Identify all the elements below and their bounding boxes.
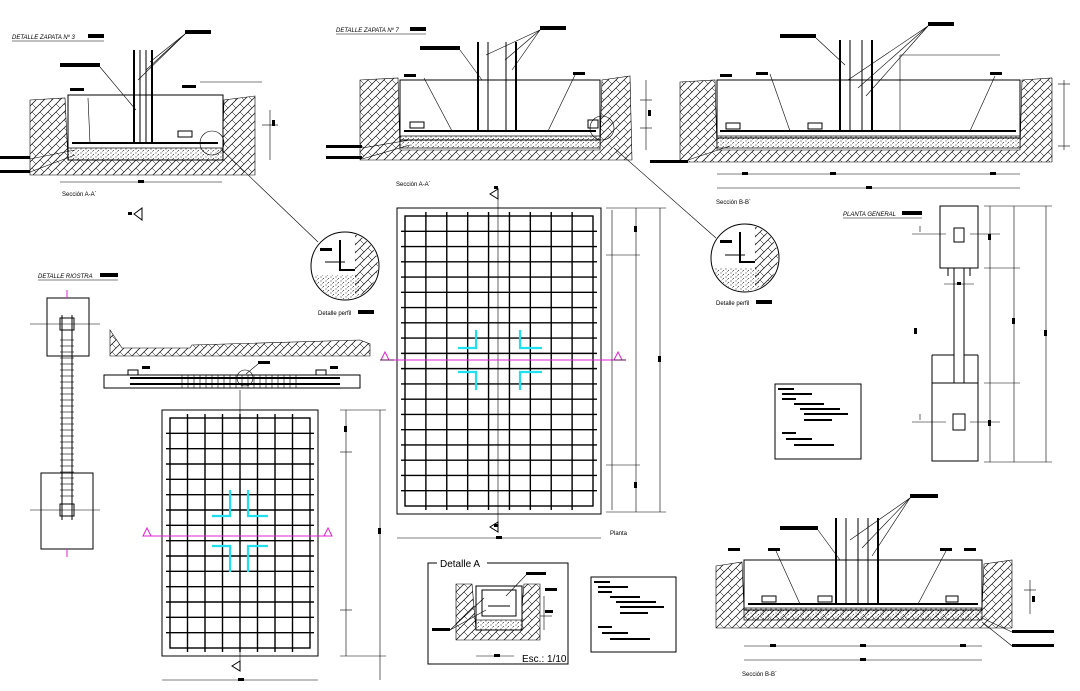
title-zapata-3: DETALLE ZAPATA Nº 3: [12, 34, 104, 42]
title-riostra: DETALLE RIOSTRA: [38, 273, 118, 281]
svg-text:Detalle A: Detalle A: [440, 559, 480, 570]
svg-text:Esc.: 1/10: Esc.: 1/10: [522, 654, 567, 665]
detail-perfil-left: Detalle perfil: [221, 149, 380, 317]
svg-text:Planta: Planta: [610, 531, 628, 537]
title-planta-general: PLANTA GENERAL: [843, 211, 922, 219]
detail-perfil-right: Detalle perfil: [613, 147, 780, 307]
svg-text:Sección B-B´: Sección B-B´: [716, 200, 751, 206]
section-bb-bottom: Sección B-B´: [715, 494, 1054, 678]
svg-text:Sección A-A´: Sección A-A´: [62, 192, 97, 198]
svg-text:Sección A-A´: Sección A-A´: [396, 182, 431, 188]
planta-general: [912, 205, 1052, 463]
svg-text:Detalle perfil: Detalle perfil: [318, 311, 351, 317]
title-zapata-7: DETALLE ZAPATA Nº 7: [336, 27, 426, 35]
riostra-plan: [30, 290, 100, 557]
section-bb-top: Sección B-B´: [650, 22, 1070, 206]
svg-text:DETALLE ZAPATA Nº 3: DETALLE ZAPATA Nº 3: [12, 34, 76, 41]
note-box-lower: [590, 576, 677, 653]
central-plan-grid: Planta: [380, 186, 666, 539]
section-marker-left: [128, 207, 143, 221]
note-box-right: [774, 383, 862, 460]
svg-text:Sección B-B´: Sección B-B´: [742, 672, 777, 678]
section-aa-zapata-3: Sección A-A´: [0, 30, 278, 198]
lower-plan-grid: [142, 390, 386, 681]
svg-text:Detalle perfil: Detalle perfil: [716, 301, 749, 307]
section-aa-zapata-7: Sección A-A´: [326, 26, 652, 188]
svg-text:DETALLE ZAPATA Nº 7: DETALLE ZAPATA Nº 7: [336, 27, 400, 34]
svg-text:DETALLE RIOSTRA: DETALLE RIOSTRA: [38, 274, 93, 280]
detalle-a-box: Detalle A Esc.: 1/10: [427, 558, 569, 665]
svg-text:PLANTA GENERAL: PLANTA GENERAL: [843, 212, 896, 218]
riostra-section: [103, 329, 371, 389]
